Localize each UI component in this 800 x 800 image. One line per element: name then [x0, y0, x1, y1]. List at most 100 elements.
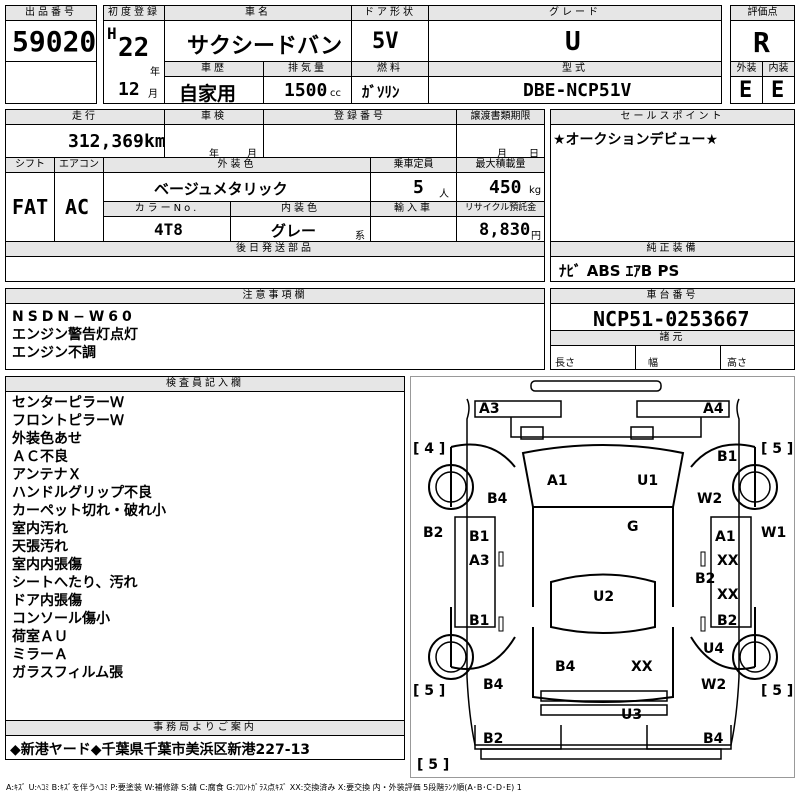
- history-label: 車歴: [164, 61, 264, 77]
- inspector-line: ハンドルグリップ不良: [12, 485, 152, 501]
- first-reg-label: 初度登録: [103, 5, 165, 21]
- transfer-cell: 月 日: [456, 124, 545, 158]
- damage-mark: B1: [469, 613, 490, 629]
- disp-unit: cc: [330, 88, 341, 99]
- colorno-label: カラーNo.: [103, 201, 231, 217]
- damage-mark: W2: [701, 677, 727, 693]
- capacity: 5: [413, 177, 424, 198]
- inspect-label: 車検: [164, 109, 264, 125]
- office-cell: ◆新港ヤード◆千葉県千葉市美浜区新港227-13: [5, 735, 405, 760]
- transfer-label: 譲渡書類期限: [456, 109, 545, 125]
- inspector-line: ミラーＡ: [12, 647, 68, 663]
- lot-number-cell: 59020: [5, 20, 97, 62]
- recycle-unit: 円: [531, 231, 541, 242]
- reg-month: 12: [118, 79, 140, 100]
- disp-cell: 1500 cc: [263, 76, 352, 104]
- wid-label: 幅: [648, 358, 658, 369]
- recycle: 8,830: [479, 220, 531, 240]
- color-label: 外装色: [103, 157, 371, 173]
- damage-mark: A3: [469, 553, 490, 569]
- office-label: 事務局よりご案内: [5, 720, 405, 736]
- model-cell: DBE-NCP51V: [428, 76, 722, 104]
- len-label: 長さ: [555, 358, 575, 369]
- damage-mark: B2: [717, 613, 738, 629]
- damage-mark: B2: [483, 731, 504, 747]
- shift-label: シフト: [5, 157, 55, 173]
- tire-bracket: [ 5 ]: [761, 441, 794, 457]
- wid-cell: 幅: [635, 345, 721, 370]
- inspector-box: センターピラーＷ フロントピラーＷ 外装色あせ ＡＣ不良 アンテナＸ ハンドルグ…: [5, 391, 405, 721]
- inspector-label: 検査員記入欄: [5, 376, 405, 392]
- lot-number: 59020: [12, 25, 97, 58]
- door-type: 5V: [372, 29, 399, 54]
- sales-cell: ★オークションデビュー★: [550, 124, 795, 242]
- car-diagram: A3 A4 B1 A1 U1 B4 W2 B2 W1 G B1 A1 A3 XX…: [410, 376, 795, 778]
- ac-label: エアコン: [54, 157, 104, 173]
- damage-mark: B4: [487, 491, 508, 507]
- load-cell: 450 kg: [456, 172, 545, 202]
- tire-bracket: [ 4 ]: [413, 441, 446, 457]
- capacity-unit: 人: [439, 189, 449, 200]
- ext-cell: E: [730, 76, 763, 104]
- intcolor: グレー: [271, 222, 317, 240]
- mileage-label: 走行: [5, 109, 165, 125]
- tire-bracket: [ 5 ]: [761, 683, 794, 699]
- inspector-line: ガラスフィルム張: [12, 665, 124, 681]
- len-cell: 長さ: [550, 345, 636, 370]
- notes-label: 注意事項欄: [5, 288, 545, 304]
- history-cell: 自家用: [164, 76, 264, 104]
- equip-cell: ﾅﾋﾞ ABS ｴｱB PS: [550, 256, 795, 282]
- equipment: ﾅﾋﾞ ABS ｴｱB PS: [559, 262, 680, 280]
- inspector-line: フロントピラーＷ: [12, 413, 124, 429]
- sales-label: セールスポイント: [550, 109, 795, 125]
- recycle-cell: 8,830 円: [456, 216, 545, 242]
- damage-mark: U2: [593, 589, 615, 605]
- grade: U: [565, 27, 581, 57]
- chassis-number: NCP51-0253667: [593, 307, 750, 331]
- damage-mark: A3: [479, 401, 500, 417]
- reg-year-unit: 年: [150, 67, 160, 78]
- int-score: E: [771, 78, 785, 103]
- score-label: 評価点: [730, 5, 795, 21]
- score-cell: R: [730, 20, 795, 62]
- history: 自家用: [179, 83, 237, 104]
- ac: AC: [65, 195, 90, 219]
- damage-mark: B4: [703, 731, 724, 747]
- damage-mark: G: [627, 519, 639, 535]
- load-unit: kg: [529, 185, 542, 196]
- dims-label: 諸元: [550, 330, 795, 346]
- score: R: [753, 26, 770, 59]
- intcolor-cell: グレー 系: [230, 216, 371, 242]
- damage-mark: A4: [703, 401, 724, 417]
- damage-mark: U4: [703, 641, 725, 657]
- chassis-cell: NCP51-0253667: [550, 303, 795, 331]
- reg-year: 22: [118, 33, 150, 63]
- sales-point: ★オークションデビュー★: [553, 132, 719, 148]
- damage-mark: U1: [637, 473, 659, 489]
- inspect-month: 月: [247, 149, 257, 158]
- inspector-line: 天張汚れ: [12, 539, 68, 555]
- mileage-cell: 312,369 km: [5, 124, 165, 158]
- door-label: ドア形状: [351, 5, 429, 21]
- inspector-line: ＡＣ不良: [12, 449, 68, 465]
- damage-mark: W1: [761, 525, 787, 541]
- damage-mark: B4: [555, 659, 576, 675]
- tire-bracket: [ 5 ]: [417, 757, 450, 773]
- damage-mark: A1: [547, 473, 568, 489]
- car-name: サクシードバン: [187, 34, 343, 59]
- inspector-line: 室内汚れ: [12, 521, 68, 537]
- later-label: 後日発送部品: [5, 241, 545, 257]
- notes-box: NSDN−W60 エンジン警告灯点灯 エンジン不調: [5, 303, 545, 370]
- reg-month-unit: 月: [148, 89, 158, 100]
- damage-mark: B4: [483, 677, 504, 693]
- inspector-line: カーペット切れ・破れ小: [12, 503, 166, 519]
- ext-label: 外装: [730, 61, 763, 77]
- hei-label: 高さ: [727, 358, 747, 369]
- inspector-line: センターピラーＷ: [12, 395, 124, 411]
- damage-mark: B1: [469, 529, 490, 545]
- ext-score: E: [739, 78, 753, 103]
- later-cell: [5, 256, 545, 282]
- inspector-line: 室内内張傷: [12, 557, 82, 573]
- damage-mark: XX: [717, 587, 739, 603]
- damage-mark: XX: [631, 659, 653, 675]
